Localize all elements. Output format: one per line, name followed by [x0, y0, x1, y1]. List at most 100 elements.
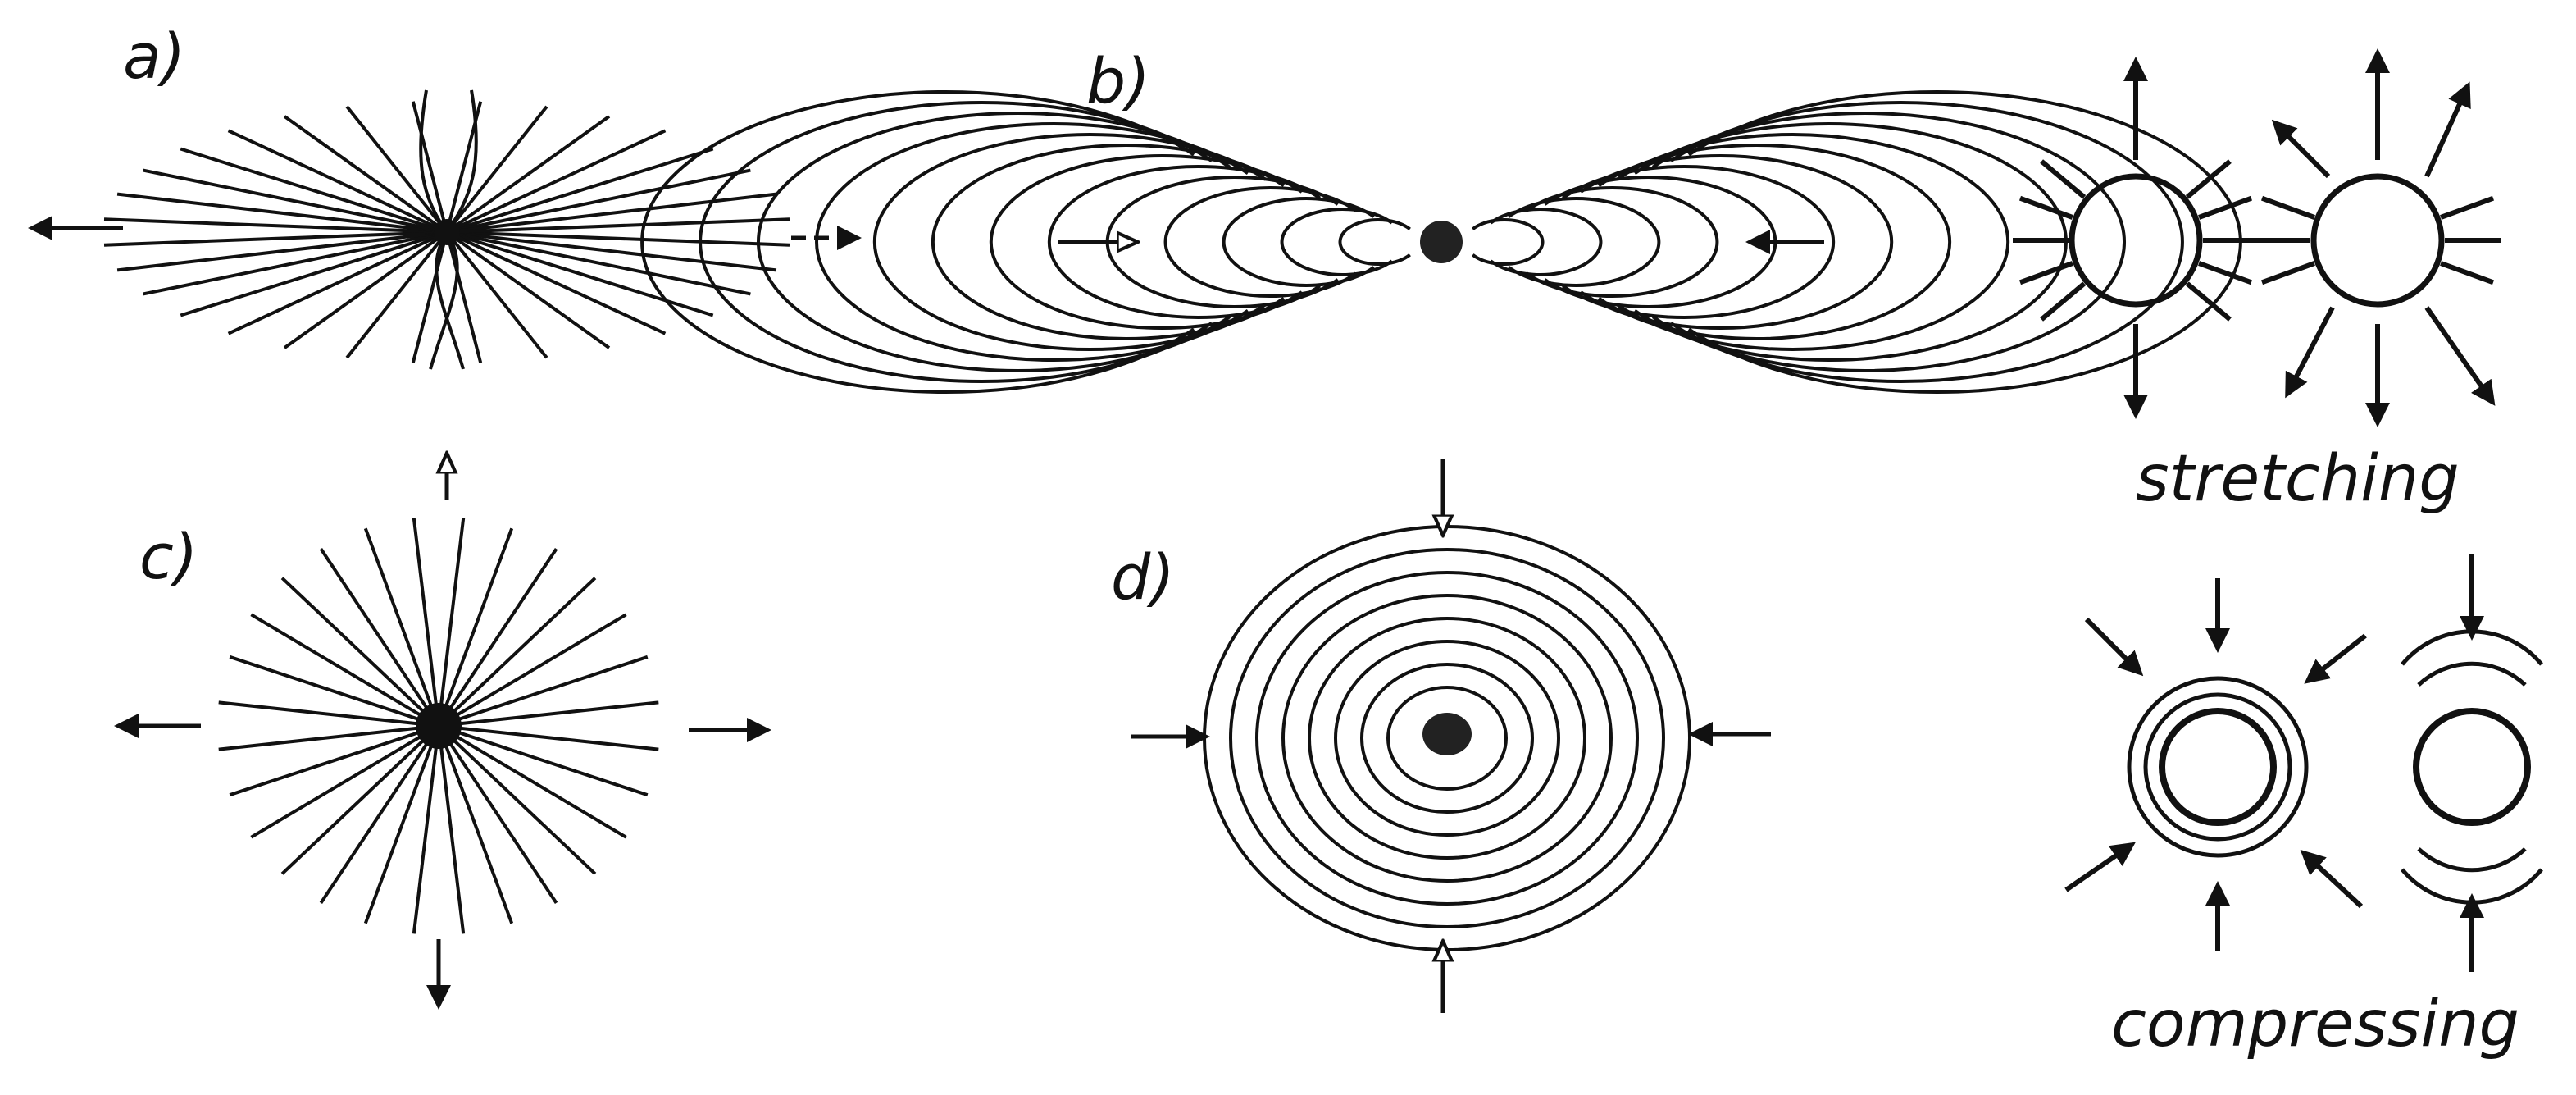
panel-c-ray — [280, 724, 440, 875]
stretching-circle-1 — [2069, 173, 2203, 308]
panel-c-ray — [218, 700, 439, 728]
panel-b-arc — [1633, 122, 2068, 362]
panel-a-ray — [143, 168, 448, 234]
stretching-tick — [2260, 195, 2315, 220]
panel-a-ray — [446, 230, 777, 272]
panel-a-ray — [103, 217, 448, 234]
compressing-rings-2 — [2401, 629, 2543, 905]
panel-b-label: b) — [1086, 44, 1150, 117]
compressing-arrow-bottom-right — [2300, 849, 2364, 909]
panel-c-ray — [250, 724, 440, 839]
panel-a-ray — [283, 115, 448, 234]
panel-d-center-dot — [1422, 713, 1472, 755]
panel-d-ring — [1334, 640, 1560, 837]
compressing-legend: compressing — [2064, 554, 2543, 1061]
panel-c-label: c) — [139, 520, 198, 593]
panel-b-arc — [640, 90, 1195, 394]
panel-c-ray — [438, 724, 649, 797]
panel-a-ray — [283, 230, 448, 349]
panel-c-ray — [437, 527, 514, 727]
panel-b-arc — [1526, 186, 1719, 298]
panel-c-ray — [437, 724, 558, 905]
panel-c-ray — [412, 725, 440, 934]
panel-b-arc — [1579, 154, 1894, 330]
panel-c-ray — [438, 724, 659, 751]
panel-b-arc — [1047, 165, 1322, 319]
panel-a-ray — [446, 230, 751, 296]
panel-b-arc — [1597, 144, 1952, 340]
stretching-tick — [2260, 261, 2315, 285]
panel-c-ray — [229, 724, 439, 797]
panel-c-ray — [229, 655, 439, 728]
stretching-caption: stretching — [2136, 442, 2460, 516]
panel-a-ray — [180, 230, 448, 317]
panel-d-label: d) — [1111, 541, 1175, 614]
panel-a-ray — [116, 230, 448, 272]
panel-c-ray — [250, 613, 440, 728]
panel-a-ray — [446, 230, 790, 247]
panel-b-arc — [1651, 112, 2127, 372]
panel-c-ray — [319, 547, 440, 728]
panel-a-ray — [411, 101, 448, 233]
stretching-tick — [2440, 195, 2495, 220]
compressing-arrows — [2064, 554, 2484, 972]
panel-a: a) — [28, 20, 862, 370]
panel-a-ray — [227, 230, 448, 335]
panel-a-ray — [446, 129, 667, 234]
panel-a-ray — [411, 231, 448, 363]
panel-a-ray — [345, 105, 448, 234]
panel-c: c) — [114, 455, 771, 1010]
compressing-rings-1 — [2127, 676, 2309, 858]
panel-b-center-dot — [1420, 221, 1463, 263]
panel-a-ray — [116, 192, 448, 234]
panel-c-radial-lines — [218, 518, 659, 934]
panel-a-ray — [445, 105, 548, 234]
stretching-tick — [2185, 159, 2232, 199]
panel-b-arc — [1669, 101, 2184, 383]
panel-d-ring — [1281, 594, 1613, 883]
panel-c-ray — [319, 724, 440, 905]
panel-c-ray — [437, 724, 627, 839]
stretching-tick — [2018, 195, 2073, 220]
panel-c-ray — [437, 724, 597, 875]
panel-a-ray — [180, 147, 448, 234]
panel-c-ray — [280, 577, 440, 728]
panel-d-ring — [1360, 663, 1534, 814]
panel-b-arc — [699, 101, 1213, 383]
panel-a-ray — [445, 230, 548, 359]
panel-d: d) — [1111, 459, 1771, 1013]
stretching-tick — [2440, 261, 2495, 285]
panel-b-arc — [989, 154, 1304, 330]
panel-a-ray — [143, 230, 448, 296]
panel-b-arc — [1508, 197, 1661, 287]
panel-b-arc — [1338, 218, 1411, 266]
panel-b-arc — [1163, 186, 1357, 298]
stretching-circle-2 — [2310, 173, 2445, 308]
stretching-arrow-down-right — [2424, 306, 2496, 406]
panel-c-ray — [437, 577, 597, 728]
panel-a-ray — [446, 217, 790, 234]
panel-b-arc — [872, 133, 1268, 351]
stretching-tick — [2040, 281, 2087, 322]
panel-d-ring — [1308, 617, 1586, 860]
panel-a-ray — [446, 230, 714, 317]
panel-b-concentric-arcs — [640, 90, 2242, 394]
panel-c-ray — [363, 527, 440, 727]
stretching-arrow-up-right — [2424, 81, 2471, 178]
stretching-legend: stretching — [2013, 48, 2501, 516]
stretching-ticks — [2013, 159, 2501, 322]
panel-a-ray — [446, 230, 667, 335]
panel-c-ray — [437, 518, 466, 727]
stretching-tick — [2018, 261, 2073, 285]
panel-b-arc — [815, 122, 1249, 362]
panel-c-ray — [218, 724, 439, 751]
panel-b-arc — [1561, 165, 1836, 319]
stretching-arrows — [2123, 48, 2496, 427]
compressing-arrow-bottom-left — [2064, 842, 2136, 892]
panel-b-arc — [1615, 133, 2010, 351]
panel-d-ring — [1255, 571, 1639, 906]
panel-c-ray — [363, 725, 440, 924]
stretching-tick — [2198, 195, 2253, 220]
panel-a-ray — [446, 192, 777, 234]
panel-a-ray — [446, 147, 714, 234]
